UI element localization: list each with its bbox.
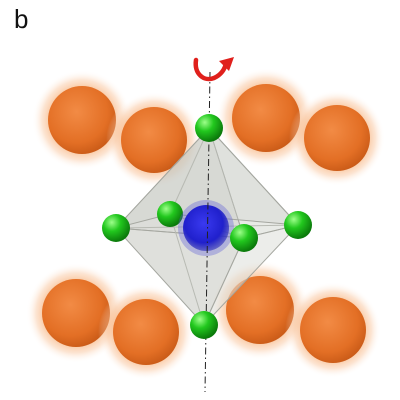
- octahedron-edge: [169, 213, 205, 326]
- green-vertex-atom-bottom: [190, 311, 218, 339]
- orange-atom: [232, 84, 300, 152]
- panel-label: b: [14, 4, 29, 34]
- green-vertex-atom-top: [195, 114, 223, 142]
- orange-atom: [304, 105, 370, 171]
- top-orange-atom-group: [32, 68, 385, 188]
- center-atom: [183, 205, 229, 251]
- green-vertex-atom-right: [284, 211, 312, 239]
- green-vertex-atom-front: [230, 224, 258, 252]
- orange-atom: [121, 107, 187, 173]
- orange-atom: [42, 279, 110, 347]
- green-vertex-atom-back: [157, 201, 183, 227]
- orange-atom: [48, 86, 116, 154]
- bottom-orange-atom-group: [26, 260, 381, 380]
- orange-atom: [300, 297, 366, 363]
- green-vertex-atom-left: [102, 214, 130, 242]
- orange-atom: [226, 276, 294, 344]
- octahedron-edge: [169, 127, 210, 215]
- rotation-arrow-icon: [193, 57, 234, 82]
- orange-atom: [113, 299, 179, 365]
- octahedron-face: [203, 224, 299, 326]
